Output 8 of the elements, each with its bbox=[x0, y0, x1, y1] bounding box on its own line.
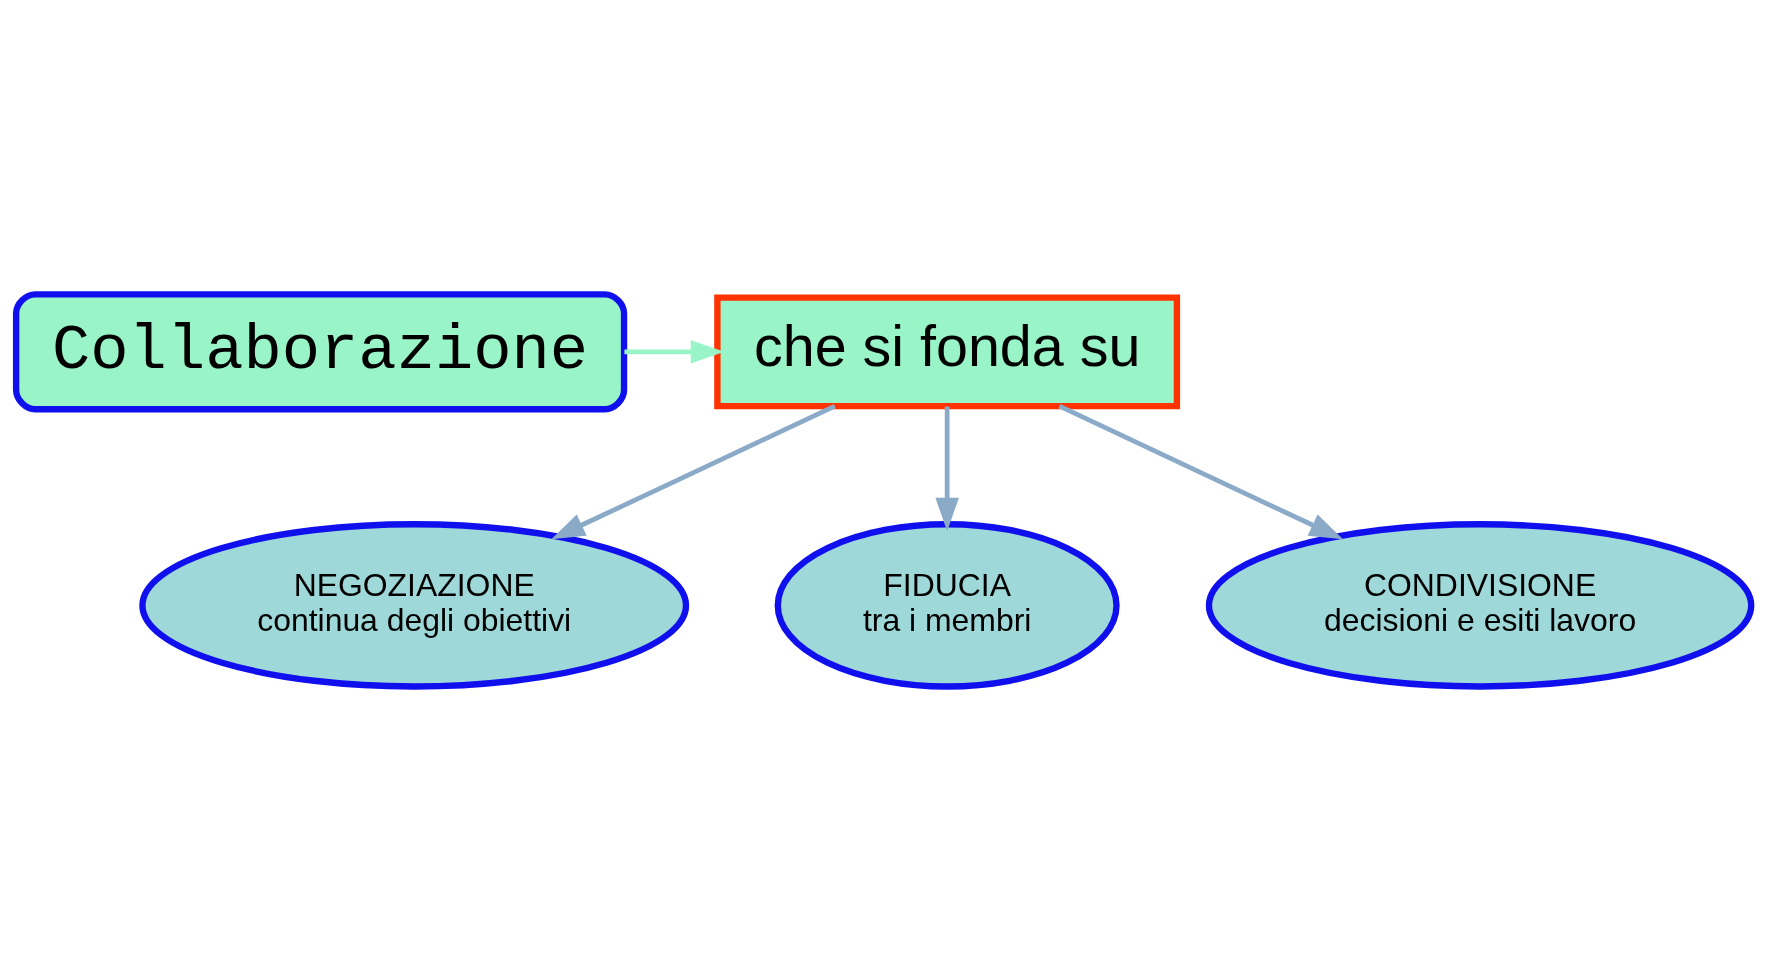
arrow bbox=[935, 406, 959, 531]
node-ellipse: CONDIVISIONE decisioni e esiti lavoro bbox=[1205, 520, 1755, 690]
node-box: che si fonda su bbox=[714, 293, 1181, 409]
node-box: Collaborazione bbox=[12, 290, 628, 412]
node-ellipse: NEGOZIAZIONE continua degli obiettivi bbox=[139, 520, 690, 690]
arrow bbox=[1058, 403, 1343, 539]
node-ellipse: FIDUCIA tra i membri bbox=[774, 520, 1120, 690]
arrow bbox=[551, 403, 836, 539]
